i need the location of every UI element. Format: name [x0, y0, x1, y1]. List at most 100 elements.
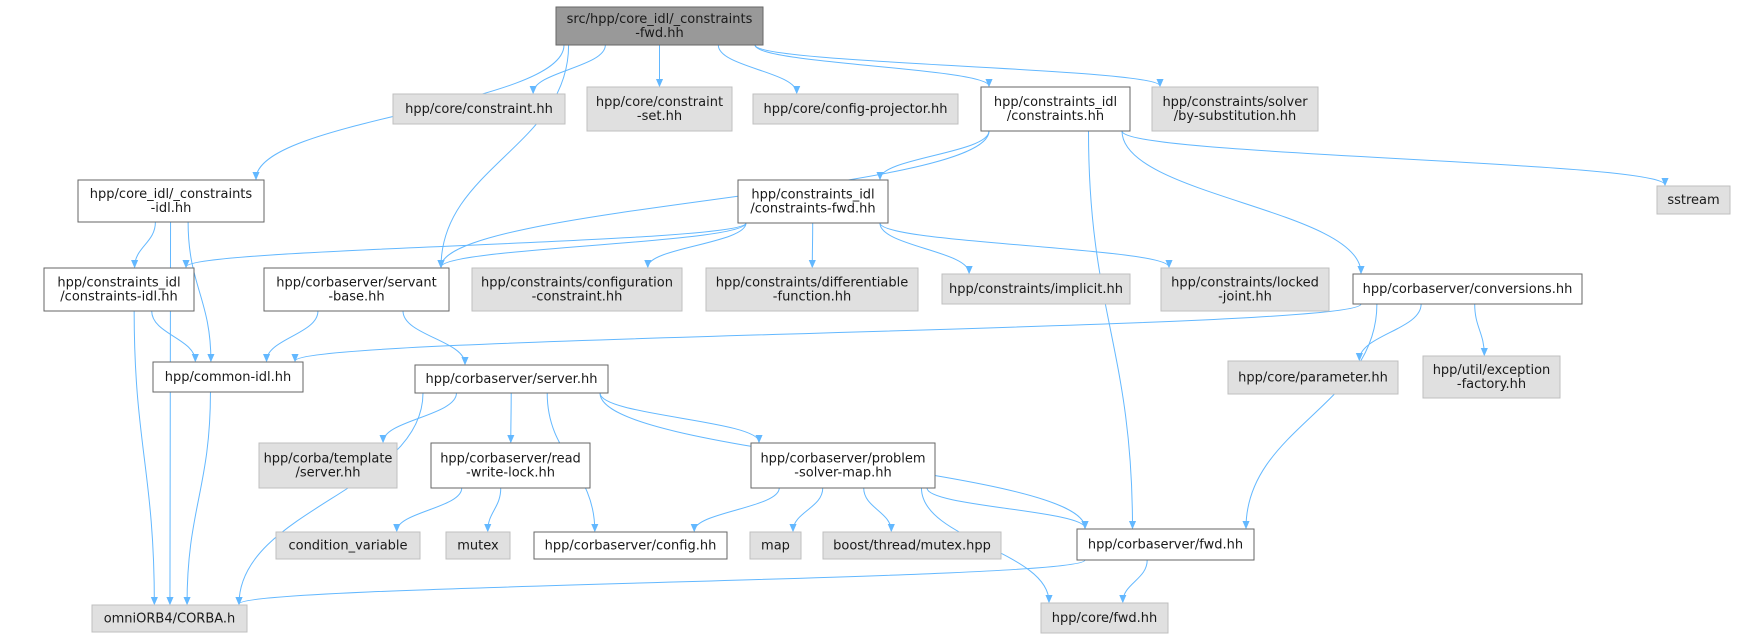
node-problem-solver-map[interactable]: hpp/corbaserver/problem-solver-map.hh: [750, 442, 936, 489]
node-servant-base[interactable]: hpp/corbaserver/servant-base.hh: [263, 267, 450, 312]
edge-constraints-fwd-to-constraints-idl-hh: [186, 222, 747, 267]
node-core-constraint-set: hpp/core/constraint-set.hh: [586, 86, 733, 132]
node-label: hpp/constraints/solver: [1162, 95, 1308, 110]
node-box: [737, 179, 889, 224]
node-implicit: hpp/constraints/implicit.hh: [941, 273, 1131, 305]
node-constraints-idl-hh[interactable]: hpp/constraints_idl/constraints-idl.hh: [43, 267, 195, 312]
node-label: hpp/corba/template: [264, 452, 393, 467]
edge-constraints-idl-constraints-to-conversions: [1121, 130, 1361, 273]
node-box: [263, 267, 450, 312]
node-label: -set.hh: [637, 109, 682, 124]
edge-arrow: [717, 44, 796, 93]
node-label: map: [761, 539, 790, 554]
edge-server-to-problem-solver-map: [599, 392, 759, 442]
edge-common-idl-to-omniorb: [187, 391, 211, 604]
edge-constraints-idl-constraints-to-servant-base: [441, 130, 990, 267]
edge-constraints-idl-hh-to-omniorb: [133, 310, 154, 604]
node-box: [258, 442, 398, 489]
edge-arrow: [186, 222, 747, 267]
edge-arrow: [880, 130, 990, 179]
node-label: hpp/core_idl/_constraints: [90, 187, 253, 202]
node-constraints-idl-constraints[interactable]: hpp/constraints_idl/constraints.hh: [980, 86, 1131, 132]
node-box: [1352, 273, 1583, 305]
edge-arrow: [239, 392, 424, 604]
edge-server-to-omniorb: [239, 392, 424, 604]
node-core-parameter: hpp/core/parameter.hh: [1227, 360, 1399, 395]
edge-problem-solver-map-to-boost-mutex: [863, 487, 892, 531]
edge-arrow: [694, 487, 780, 531]
node-label: -idl.hh: [151, 201, 192, 216]
node-box: [1422, 355, 1561, 399]
node-box: [705, 267, 919, 312]
node-box: [392, 93, 566, 125]
edge-problem-solver-map-to-corbaserver-fwd: [926, 487, 1085, 528]
node-box: [533, 531, 728, 560]
edge-arrow: [441, 44, 570, 267]
edge-arrow: [1121, 130, 1361, 273]
node-label: hpp/constraints_idl: [751, 188, 874, 203]
node-label: -factory.hh: [1457, 377, 1526, 392]
edge-constraints-idl-constraints-to-corbaserver-fwd: [1088, 130, 1133, 528]
node-box: [586, 86, 733, 132]
edge-arrow: [879, 222, 1169, 267]
node-label: hpp/corbaserver/server.hh: [426, 372, 598, 387]
node-box: [822, 531, 1002, 560]
node-core-fwd: hpp/core/fwd.hh: [1040, 602, 1169, 634]
edge-conversions-to-common-idl: [295, 303, 1362, 361]
node-label: hpp/constraints/implicit.hh: [949, 282, 1123, 297]
node-box: [445, 531, 511, 560]
edge-root-to-core-constraint: [533, 44, 606, 93]
edge-conversions-to-core-parameter: [1359, 303, 1422, 360]
node-configuration-constraint: hpp/constraints/configuration-constraint…: [471, 267, 683, 312]
node-conversions[interactable]: hpp/corbaserver/conversions.hh: [1352, 273, 1583, 305]
node-box: [414, 364, 609, 394]
edge-root-to-constraints-idl-constraints: [754, 44, 989, 86]
node-sstream: sstream: [1656, 185, 1731, 215]
edge-arrow: [1088, 130, 1133, 528]
node-core-idl-constraints-idl[interactable]: hpp/core_idl/_constraints-idl.hh: [77, 179, 265, 223]
node-box: [1227, 360, 1399, 395]
edge-server-to-corba-template-server: [383, 392, 457, 442]
edge-constraints-fwd-to-implicit: [879, 222, 969, 273]
node-label: hpp/core/fwd.hh: [1052, 611, 1158, 626]
edge-constraints-fwd-to-configuration-constraint: [648, 222, 747, 267]
node-omniorb: omniORB4/CORBA.h: [91, 604, 248, 633]
node-label: hpp/corbaserver/servant: [276, 276, 436, 291]
node-root[interactable]: src/hpp/core_idl/_constraints-fwd.hh: [555, 6, 764, 46]
edge-problem-solver-map-to-corbaserver-config: [694, 487, 780, 531]
node-core-constraint: hpp/core/constraint.hh: [392, 93, 566, 125]
edge-corbaserver-fwd-to-omniorb: [239, 559, 1086, 604]
node-label: hpp/corbaserver/read: [440, 452, 581, 467]
node-mutex: mutex: [445, 531, 511, 560]
node-exception-factory: hpp/util/exception-factory.hh: [1422, 355, 1561, 399]
node-box: [1160, 267, 1330, 312]
node-box: [1656, 185, 1731, 215]
edge-constraints-idl-constraints-to-sstream: [1121, 130, 1665, 185]
node-label: hpp/constraints_idl: [994, 95, 1117, 110]
node-common-idl[interactable]: hpp/common-idl.hh: [152, 361, 304, 393]
nodes-layer: src/hpp/core_idl/_constraints-fwd.hh hpp/…: [43, 6, 1731, 634]
edge-root-to-solver-by-substitution: [754, 44, 1160, 86]
edge-corbaserver-fwd-to-core-fwd: [1123, 559, 1148, 602]
node-label: hpp/util/exception: [1433, 363, 1551, 378]
edge-read-write-lock-to-condition-variable: [397, 487, 463, 531]
node-box: [275, 531, 421, 560]
node-box: [43, 267, 195, 312]
edge-arrow: [441, 222, 747, 267]
node-server[interactable]: hpp/corbaserver/server.hh: [414, 364, 609, 394]
edge-arrow: [754, 44, 989, 86]
node-corbaserver-fwd[interactable]: hpp/corbaserver/fwd.hh: [1076, 528, 1255, 561]
node-label: hpp/core/constraint.hh: [405, 102, 553, 117]
edge-arrow: [187, 391, 211, 604]
node-corbaserver-config[interactable]: hpp/corbaserver/config.hh: [533, 531, 728, 560]
edge-arrow: [926, 487, 1085, 528]
node-label: -solver-map.hh: [794, 466, 891, 481]
node-box: [750, 442, 936, 489]
edge-core-idl-constraints-idl-to-constraints-idl-hh: [135, 221, 156, 267]
edge-root-to-core-config-projector: [717, 44, 796, 93]
node-constraints-fwd[interactable]: hpp/constraints_idl/constraints-fwd.hh: [737, 179, 889, 224]
edge-arrow: [295, 303, 1362, 361]
node-label: /constraints-idl.hh: [60, 290, 177, 305]
node-label: src/hpp/core_idl/_constraints: [567, 12, 753, 27]
node-read-write-lock[interactable]: hpp/corbaserver/read-write-lock.hh: [430, 442, 591, 489]
